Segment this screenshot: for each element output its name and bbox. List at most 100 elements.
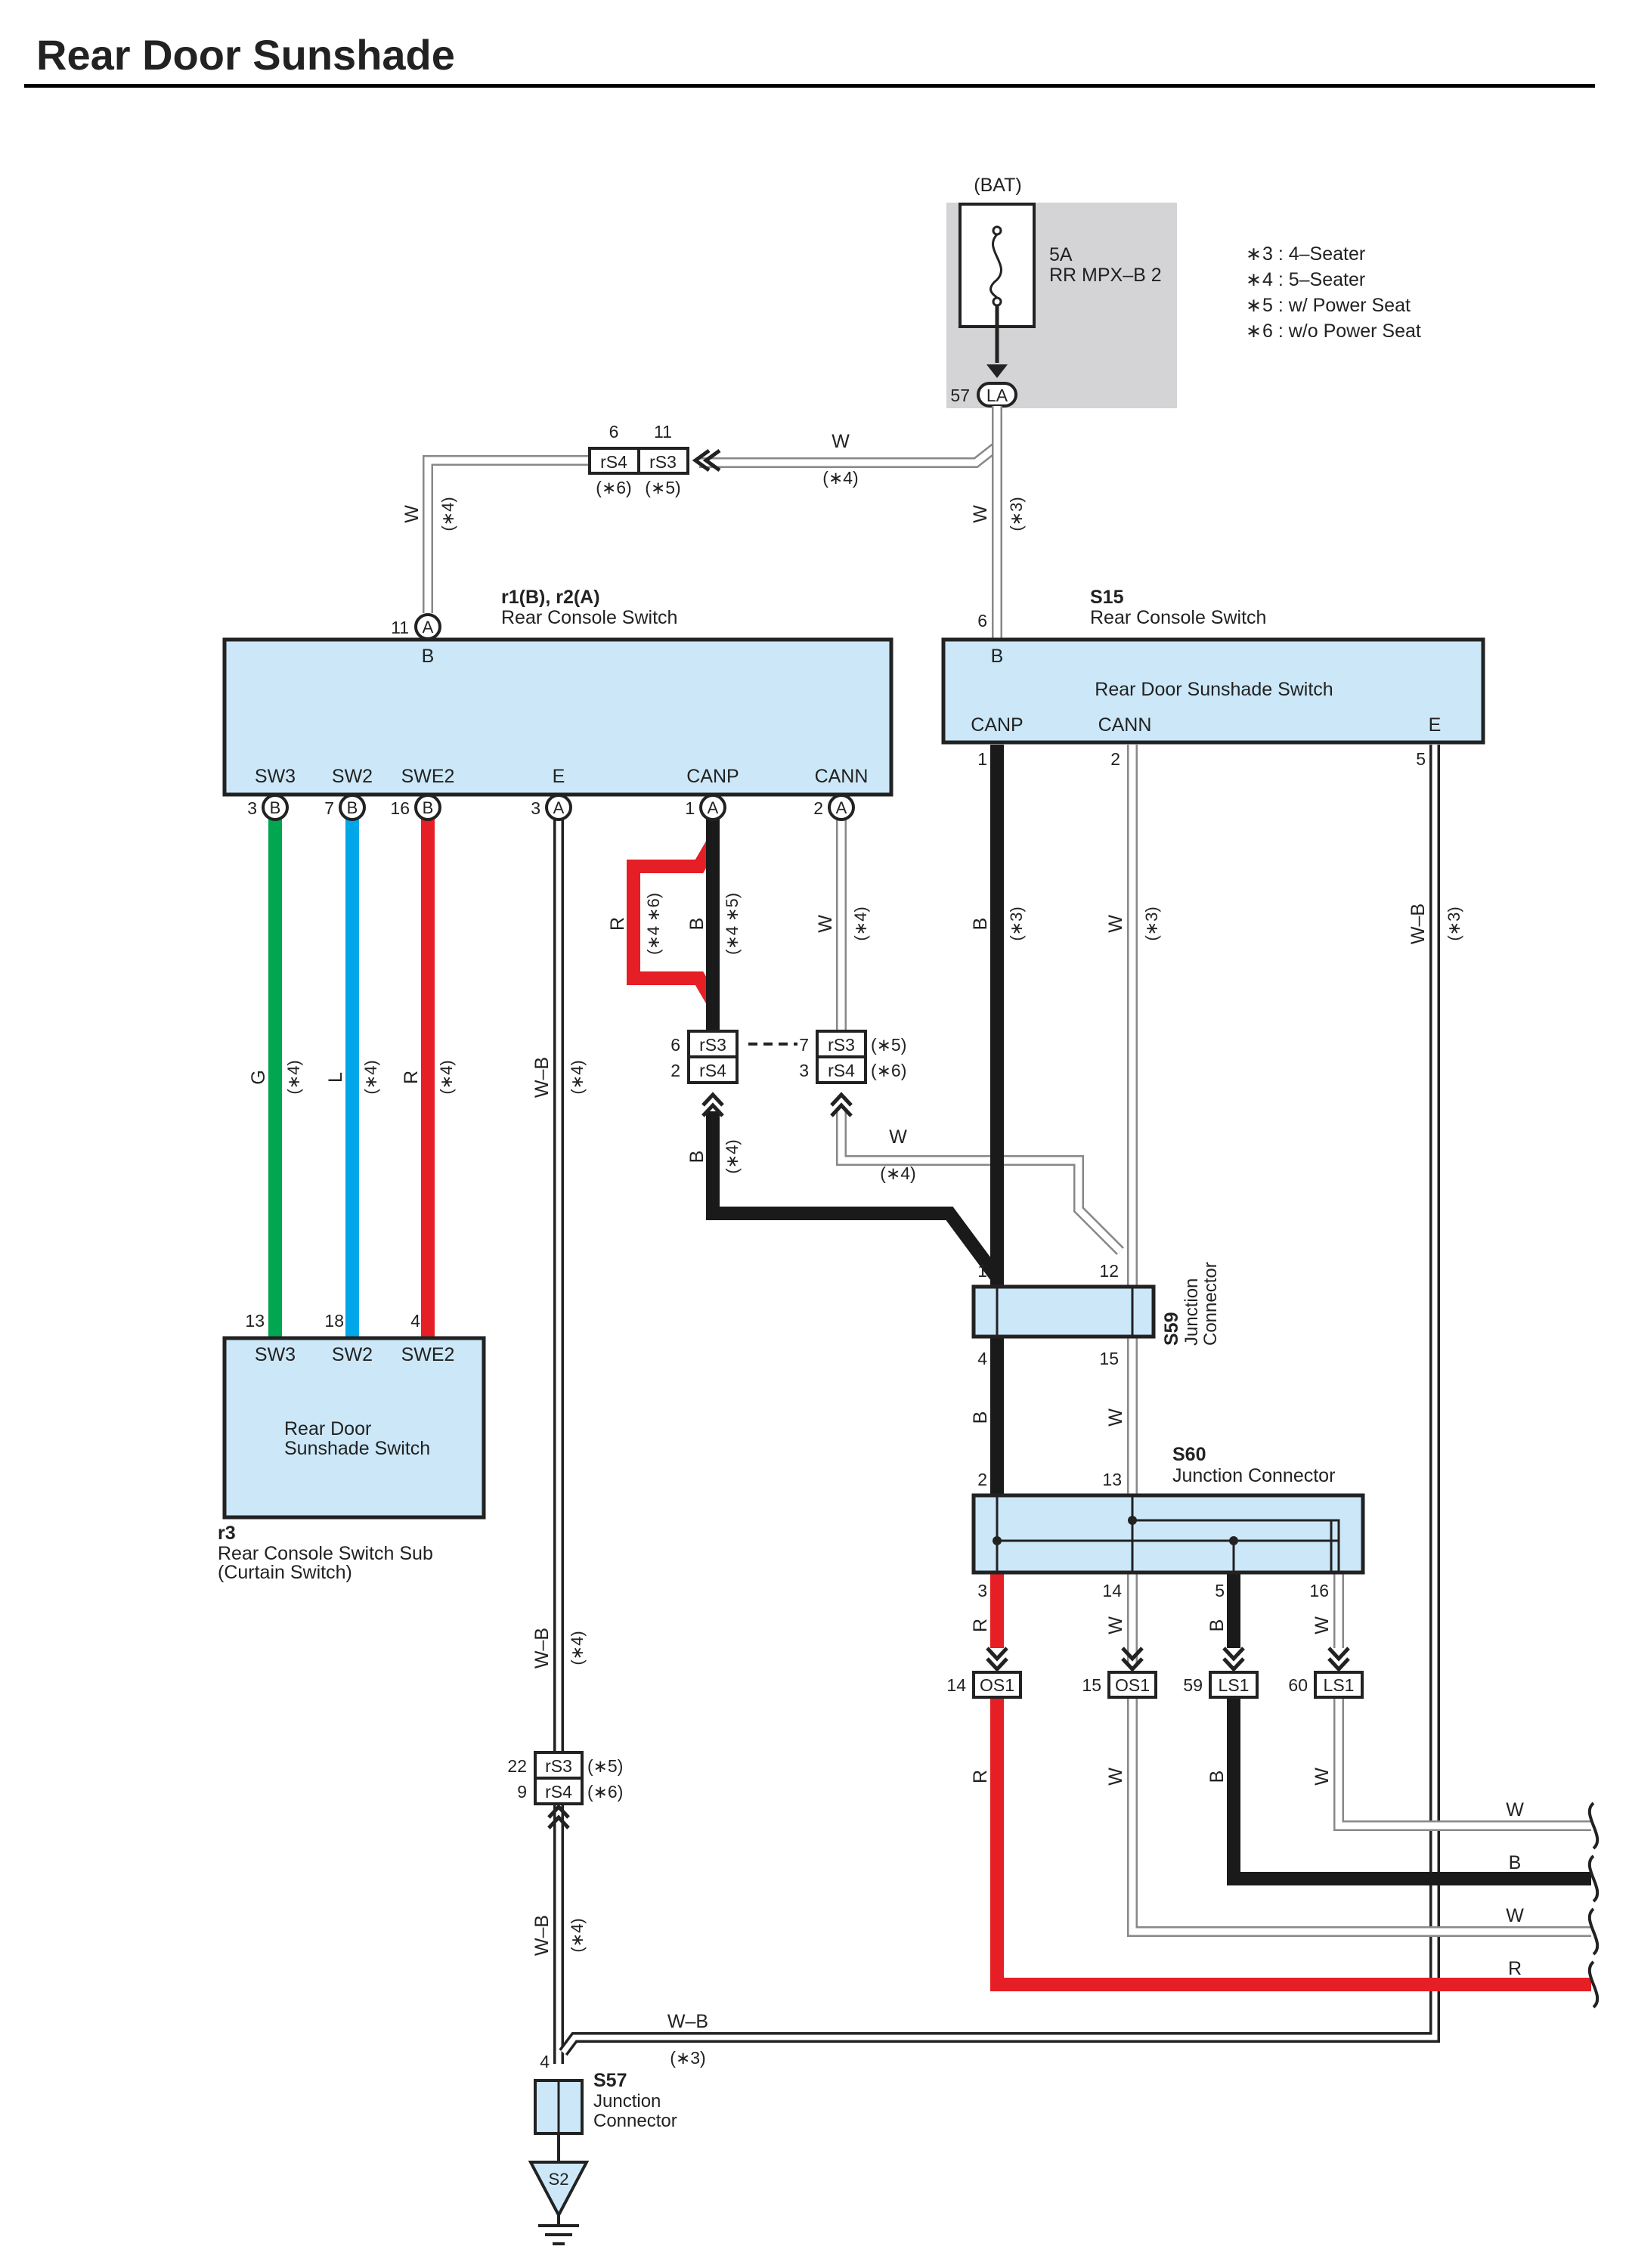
- wire-color: W: [1105, 915, 1126, 933]
- wire-r: [990, 1697, 1591, 1991]
- pin-number: 14: [1102, 1581, 1122, 1600]
- connector-label: A: [553, 798, 565, 817]
- pin-number: 3: [247, 798, 257, 818]
- pin-number: 5: [1416, 749, 1426, 769]
- chevron-up-icon: [701, 1092, 724, 1117]
- connector-os1: [972, 1671, 1022, 1699]
- wire-color: W–B: [531, 1628, 553, 1668]
- component-name: Rear Console Switch: [501, 607, 677, 628]
- variant-note: (∗4): [851, 906, 870, 940]
- pin-number: 13: [1102, 1470, 1122, 1489]
- break-icon: [1587, 1907, 1600, 1956]
- connector-pin: [545, 794, 572, 821]
- connector-label: OS1: [1115, 1675, 1150, 1695]
- ground-point-icon: [528, 2161, 590, 2219]
- fuse-rating: 5A: [1049, 244, 1073, 265]
- connector-rs3: [534, 1751, 584, 1780]
- wire-b: [1227, 1697, 1591, 1885]
- fuse-terminal: [992, 225, 1002, 236]
- connector-middle: rS3 rS4 6 2 rS3 rS4 7 3 (∗5) (∗6): [670, 1030, 906, 1117]
- switch-box: [941, 637, 1485, 745]
- pin-number: 1: [977, 749, 987, 769]
- wire-color: R: [970, 1770, 991, 1783]
- pin-number: 6: [670, 1035, 680, 1055]
- wire-color: L: [325, 1072, 346, 1083]
- connector-label: rS3: [649, 452, 677, 472]
- terminal-label: E: [553, 766, 565, 787]
- connector-pin: [828, 794, 855, 821]
- pin-number: 4: [410, 1311, 420, 1331]
- component-name: Connector: [1200, 1262, 1221, 1346]
- rear-door-sunshade-switch-sub: 13 18 4 SW3 SW2 SWE2 Rear Door Sunshade …: [218, 1311, 486, 1583]
- junction-dot: [1229, 1536, 1238, 1545]
- chevron-up-icon: [830, 1092, 853, 1117]
- connector-label: rS3: [828, 1035, 855, 1055]
- legend-star: ∗: [1246, 321, 1262, 342]
- junction-line: [996, 1495, 1340, 1572]
- wire-color: B: [1206, 1619, 1228, 1632]
- wire-color: B: [1206, 1771, 1228, 1783]
- wire-color: B: [970, 918, 991, 931]
- rear-console-switch-s15: S15 Rear Console Switch 6 B Rear Door Su…: [941, 587, 1485, 769]
- connector-rs3: [687, 1030, 739, 1058]
- connector-top: rS4 rS3 6 11 (∗6) (∗5) W (∗4): [588, 422, 859, 497]
- component-name: Rear Console Switch: [1090, 607, 1266, 628]
- connector-label: rS3: [699, 1035, 726, 1055]
- terminal-label: SWE2: [401, 766, 455, 787]
- fuse-name: RR MPX–B 2: [1049, 265, 1162, 286]
- variant-note: (∗5): [645, 478, 680, 497]
- switch-inner-name: Rear Door Sunshade Switch: [1095, 679, 1333, 700]
- legend: ∗ 3 : 4–Seater ∗ 4 : 5–Seater ∗ 5 : w/ P…: [1246, 243, 1421, 342]
- connector-label: rS3: [545, 1756, 572, 1776]
- variant-note: (∗5): [871, 1035, 906, 1055]
- connector-label: rS4: [600, 452, 627, 472]
- break-icon: [1587, 1854, 1600, 1903]
- junction-box: [971, 1493, 1365, 1575]
- variant-note: (∗4): [568, 1060, 587, 1094]
- wire-color: W–B: [531, 1915, 553, 1956]
- variant-note: (∗4): [822, 468, 858, 488]
- pin-number: 13: [245, 1311, 265, 1331]
- pin-number: 11: [391, 618, 409, 637]
- connector-pin: [414, 794, 441, 821]
- component-code: S59: [1161, 1312, 1182, 1346]
- connector-label: rS4: [699, 1061, 726, 1080]
- connector-label: A: [423, 618, 434, 637]
- switch-box: [222, 1336, 486, 1520]
- pin-number: 4: [977, 1349, 987, 1368]
- pin-number: 2: [977, 1470, 987, 1489]
- variant-note: (∗6): [871, 1061, 906, 1080]
- connector-label: LS1: [1324, 1675, 1355, 1695]
- fuse-block: (BAT) 5A RR MPX–B 2 LA 57: [946, 175, 1177, 408]
- component-name: Junction: [593, 2091, 661, 2112]
- wire-color: W: [1506, 1799, 1524, 1820]
- pin-number: 6: [609, 422, 619, 442]
- connector-label: A: [836, 798, 847, 817]
- terminal-label: E: [1429, 714, 1442, 736]
- s60-output-labels: R W B W: [970, 1616, 1333, 1634]
- connector-label: B: [270, 798, 281, 817]
- terminal-label: CANP: [686, 766, 739, 787]
- can-wire-labels: R (∗4 ∗6) B (∗4 ∗5) W (∗4): [607, 893, 870, 955]
- component-code: S60: [1172, 1444, 1206, 1465]
- connector-rs4: [816, 1055, 867, 1084]
- connector-label: B: [423, 798, 434, 817]
- variant-note: (∗4): [437, 1060, 456, 1094]
- terminal-label: SW3: [255, 766, 296, 787]
- wire-color: W: [1105, 1616, 1126, 1634]
- pin-number: 2: [1110, 749, 1120, 769]
- connector-rs3: [637, 447, 689, 475]
- pin-number: 16: [390, 798, 410, 818]
- wire-color: W–B: [1408, 903, 1429, 944]
- variant-note: (∗6): [587, 1782, 623, 1802]
- wires: [268, 406, 1591, 2064]
- connector-label: B: [347, 798, 358, 817]
- connector-label: rS4: [828, 1061, 855, 1080]
- wire-w-outline: [1333, 1697, 1591, 1831]
- variant-note: (∗4 ∗6): [644, 893, 663, 955]
- component-name: Connector: [593, 2111, 677, 2131]
- s15-wire-labels: B (∗3) W (∗3) W–B (∗3): [970, 903, 1463, 944]
- connector-pin: [414, 613, 441, 640]
- component-code: r3: [218, 1523, 236, 1544]
- legend-star: ∗: [1246, 269, 1262, 290]
